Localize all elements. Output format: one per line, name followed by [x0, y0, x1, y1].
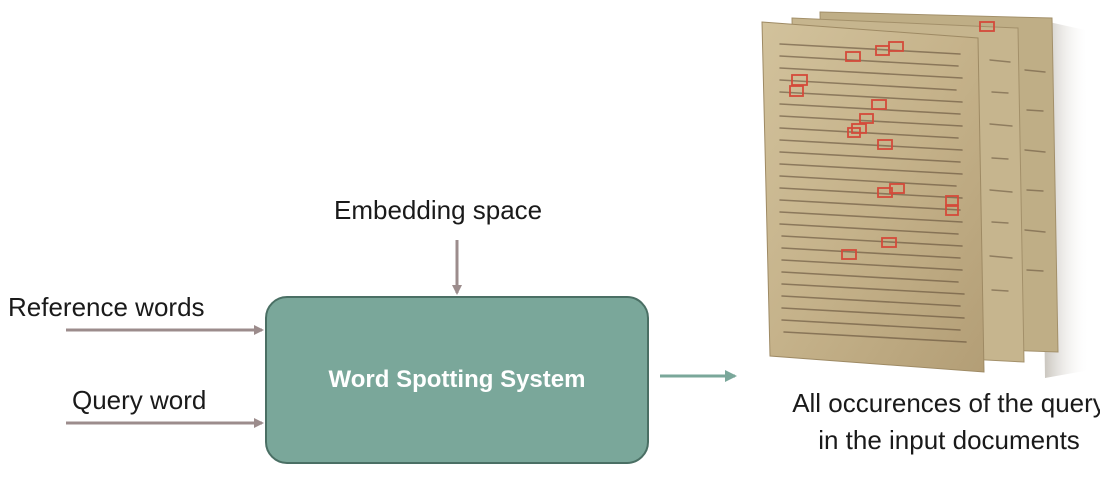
stacked-manuscript-pages-icon [761, 11, 1090, 378]
occurrence-highlight [789, 85, 804, 97]
occurrence-highlight [859, 113, 874, 124]
occurrence-highlight [888, 41, 904, 52]
reference-words-label: Reference words [8, 292, 205, 322]
occurrence-highlight [877, 139, 893, 150]
occurrence-highlight [845, 51, 861, 62]
occurrence-highlight [881, 237, 897, 248]
occurrence-highlight [871, 99, 887, 110]
occurrence-highlight [847, 127, 861, 138]
word-spotting-system-box: Word Spotting System [265, 296, 649, 464]
system-label: Word Spotting System [328, 366, 586, 393]
occurrence-highlight [945, 195, 959, 206]
output-label: All occurences of the query in the input… [792, 388, 1100, 455]
occurrence-highlight [979, 21, 995, 32]
front-page [761, 21, 985, 373]
occurrence-highlight [889, 183, 905, 194]
occurrence-highlight [841, 249, 857, 260]
occurrence-highlight [945, 205, 959, 216]
occurrence-highlight [791, 74, 808, 86]
query-word-label: Query word [72, 385, 207, 415]
embedding-space-label: Embedding space [334, 195, 543, 225]
